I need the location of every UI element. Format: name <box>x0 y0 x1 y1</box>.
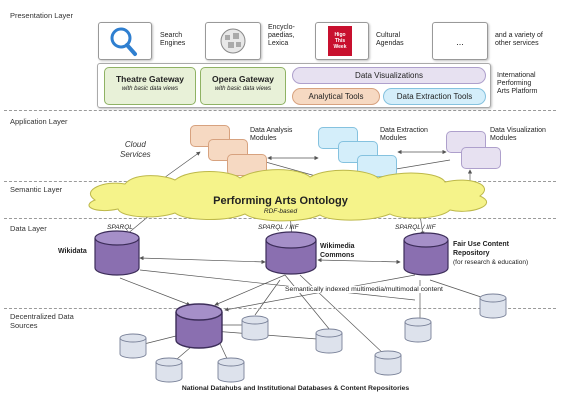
opera-gateway-title: Opera Gateway <box>212 74 274 84</box>
extraction-modules-label: Data Extraction Modules <box>380 127 428 142</box>
agenda-tile: Higo This Week <box>315 22 369 60</box>
analytical-tools-pill: Analytical Tools <box>292 88 380 105</box>
globe-icon <box>220 28 246 54</box>
cloud-services-label: Cloud Services <box>120 140 151 159</box>
encyclopaedias-label: Encyclo- paedias, Lexica <box>268 24 295 47</box>
analysis-modules-label: Data Analysis Modules <box>250 127 293 142</box>
data-visualizations-pill: Data Visualizations <box>292 67 486 84</box>
presentation-layer-label: Presentation Layer <box>10 11 73 20</box>
semantic-index-label: Semantically indexed multimedia/multimod… <box>285 286 443 293</box>
layer-separator <box>4 110 556 111</box>
theatre-gateway: Theatre Gateway with basic data views <box>104 67 196 105</box>
footer-label: National Datahubs and Institutional Data… <box>181 385 410 392</box>
visualization-modules-label: Data Visualization Modules <box>490 127 546 142</box>
platform-label: International Performing Arts Platform <box>497 72 538 95</box>
wikidata-label: Wikidata <box>58 248 87 255</box>
magnifier-icon <box>110 27 137 56</box>
sparql-label-1: SPARQL <box>107 224 133 231</box>
sparql-label-3: SPARQL / IIIF <box>395 224 436 231</box>
ellipsis-text: ... <box>456 37 464 47</box>
agenda-logo: Higo This Week <box>328 26 352 56</box>
ontology-subtitle: RDF-based <box>263 208 298 215</box>
wikimedia-label: Wikimedia Commons <box>320 243 355 259</box>
application-layer-label: Application Layer <box>10 117 68 126</box>
variety-label: and a variety of other services <box>495 32 543 47</box>
search-engine-tile <box>98 22 152 60</box>
analysis-module-box <box>227 154 267 176</box>
theatre-gateway-subtitle: with basic data views <box>121 86 179 92</box>
theatre-gateway-title: Theatre Gateway <box>115 74 185 84</box>
data-layer-label: Data Layer <box>10 224 47 233</box>
encyclopedia-tile <box>205 22 261 60</box>
layer-separator <box>4 181 556 182</box>
visualization-module-box <box>461 147 501 169</box>
data-extraction-tools-pill: Data Extraction Tools <box>383 88 486 105</box>
other-services-tile: ... <box>432 22 488 60</box>
search-engines-label: Search Engines <box>160 32 186 47</box>
cultural-agendas-label: Cultural Agendas <box>376 32 404 47</box>
ontology-title: Performing Arts Ontology <box>213 195 348 207</box>
fair-use-label: Fair Use Content Repository <box>453 241 510 257</box>
opera-gateway-subtitle: with basic data views <box>214 86 272 92</box>
semantic-layer-label: Semantic Layer <box>10 185 63 194</box>
layer-separator <box>4 308 556 309</box>
decentralized-layer-label: Decentralized Data Sources <box>10 312 74 330</box>
layer-separator <box>4 218 556 219</box>
fair-use-sublabel: (for research & education) <box>453 259 529 266</box>
opera-gateway: Opera Gateway with basic data views <box>200 67 286 105</box>
extraction-module-box <box>357 155 397 177</box>
sparql-label-2: SPARQL / IIIF <box>258 224 299 231</box>
